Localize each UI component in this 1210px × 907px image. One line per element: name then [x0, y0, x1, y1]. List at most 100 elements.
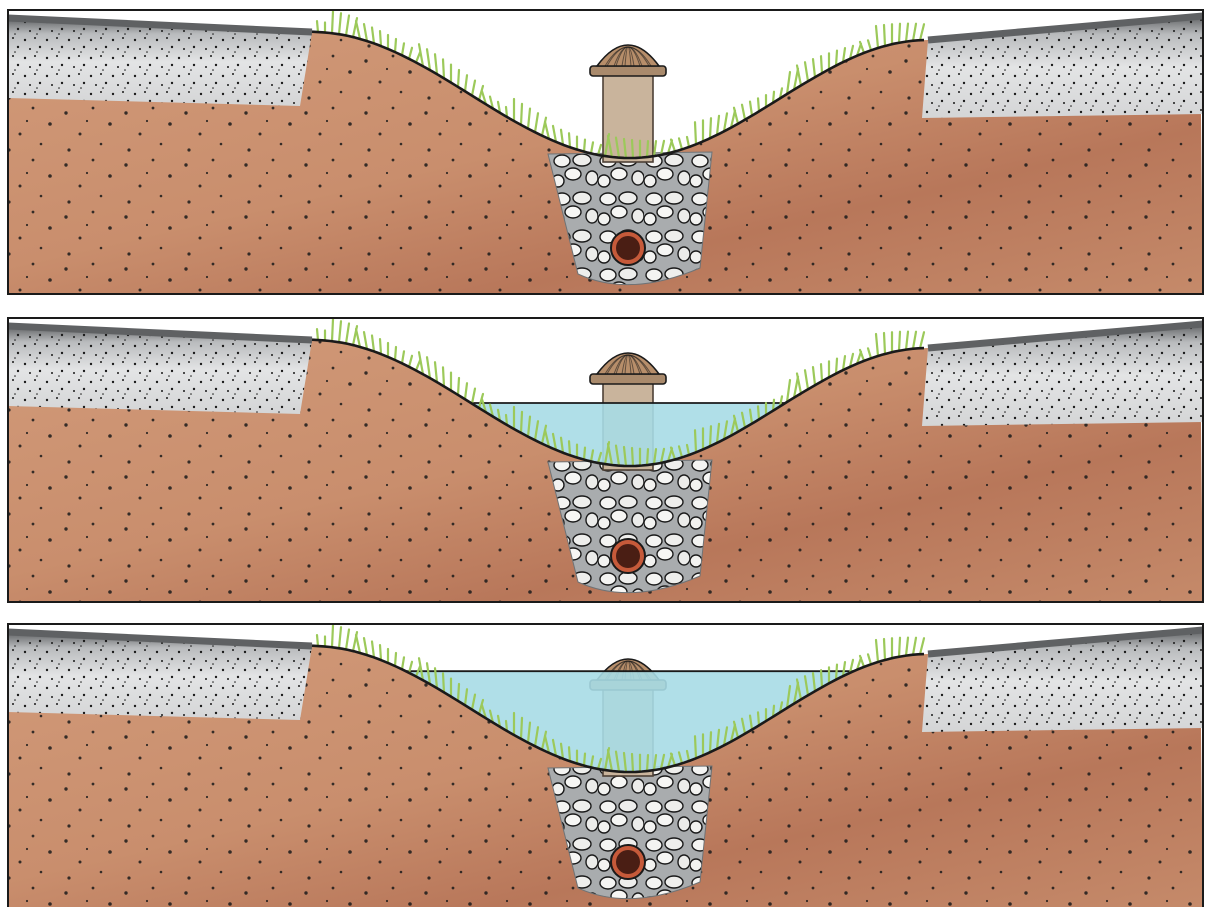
- grass-blade: [899, 332, 900, 351]
- grass-blade: [899, 638, 900, 657]
- grass-blade: [884, 639, 885, 660]
- grass-blade: [528, 109, 530, 129]
- grass-blade: [906, 332, 908, 350]
- grass-blade: [339, 13, 341, 34]
- grass-blade: [695, 736, 696, 758]
- grate-dome-shell: [597, 45, 659, 66]
- grass-blade: [409, 48, 412, 59]
- grass-blade: [584, 754, 585, 766]
- grass-blade: [868, 348, 871, 358]
- grass-blade: [569, 441, 570, 455]
- grass-blade: [364, 332, 367, 349]
- grass-blade: [521, 104, 522, 125]
- grass-blade: [899, 24, 900, 43]
- grass-blade: [758, 712, 759, 725]
- grass-blade: [402, 657, 404, 669]
- grass-blade: [443, 367, 444, 386]
- grass-blade: [339, 321, 341, 342]
- grass-blade: [458, 684, 459, 701]
- grass-blade: [346, 630, 349, 650]
- grass-blade: [836, 665, 837, 680]
- grass-blade: [402, 43, 404, 55]
- grass-blade: [372, 641, 374, 657]
- grass-blade: [521, 718, 522, 739]
- grass-blade: [906, 638, 908, 656]
- grate-dome-shell: [597, 353, 659, 374]
- grass-blade: [346, 324, 349, 344]
- grass-blade: [913, 332, 916, 349]
- grass-blade: [465, 383, 467, 399]
- grass-blade: [647, 449, 648, 465]
- grass-blade: [813, 59, 815, 77]
- grass-blade: [913, 638, 916, 655]
- grass-blade: [671, 139, 675, 151]
- grass-blade: [821, 56, 822, 73]
- grass-blade: [758, 406, 759, 419]
- grass-blade: [710, 426, 711, 446]
- grass-blade: [695, 122, 696, 144]
- grass-blade: [427, 357, 430, 378]
- riser-rim: [590, 374, 666, 384]
- grass-blade: [561, 130, 563, 145]
- grass-blade: [395, 39, 396, 52]
- grass-blade: [416, 52, 420, 62]
- grass-blade: [380, 339, 381, 354]
- grass-blade: [647, 141, 648, 157]
- grass-blade: [710, 732, 711, 752]
- grass-blade: [443, 59, 444, 78]
- grass-blade: [717, 116, 719, 135]
- grass-blade: [416, 360, 420, 370]
- grass-blade: [395, 653, 396, 666]
- grass-blade: [679, 138, 682, 149]
- grass-blade: [372, 27, 374, 43]
- grass-blade: [356, 21, 360, 39]
- grass-blade: [876, 26, 878, 48]
- grass-blade: [356, 329, 360, 347]
- grass-blade: [742, 105, 745, 120]
- grass-blade: [472, 81, 475, 96]
- grass-blade: [584, 448, 585, 460]
- grass-blade: [402, 351, 404, 363]
- grass-blade: [805, 370, 808, 389]
- grass-blade: [364, 638, 367, 655]
- riser-rim: [590, 66, 666, 76]
- panels-layer: [8, 10, 1203, 907]
- grass-blade: [380, 645, 381, 660]
- grass-blade: [813, 367, 815, 385]
- grass-blade: [906, 24, 908, 42]
- grass-blade: [787, 72, 790, 94]
- grass-blade: [836, 51, 837, 66]
- grass-blade: [346, 16, 349, 36]
- grass-blade: [443, 673, 444, 692]
- grass-blade: [364, 24, 367, 41]
- grass-blade: [687, 137, 689, 147]
- grass-blade: [821, 364, 822, 381]
- grass-blade: [836, 359, 837, 374]
- panel-partially-flooded: [8, 318, 1203, 602]
- grass-blade: [535, 113, 538, 132]
- grass-blade: [458, 378, 459, 395]
- grass-blade: [458, 70, 459, 87]
- grass-blade: [339, 627, 341, 648]
- grass-blade: [920, 332, 924, 348]
- grass-blade: [591, 142, 593, 153]
- panel-fully-flooded: [8, 624, 1203, 907]
- underdrain-pipe-opening: [616, 850, 640, 874]
- grass-blade: [332, 319, 333, 341]
- grass-blade: [332, 625, 333, 647]
- grate-dome: [597, 353, 659, 374]
- grass-blade: [920, 24, 924, 40]
- grass-blade: [876, 640, 878, 662]
- grass-blade: [472, 389, 475, 404]
- grass-blade: [317, 329, 318, 340]
- grass-blade: [805, 62, 808, 81]
- grass-blade: [332, 11, 333, 33]
- grass-blade: [356, 635, 360, 653]
- panel-dry: [8, 10, 1203, 294]
- grass-blade: [695, 430, 696, 452]
- grass-blade: [821, 670, 822, 687]
- underdrain-pipe-opening: [616, 544, 640, 568]
- grass-blade: [647, 755, 648, 771]
